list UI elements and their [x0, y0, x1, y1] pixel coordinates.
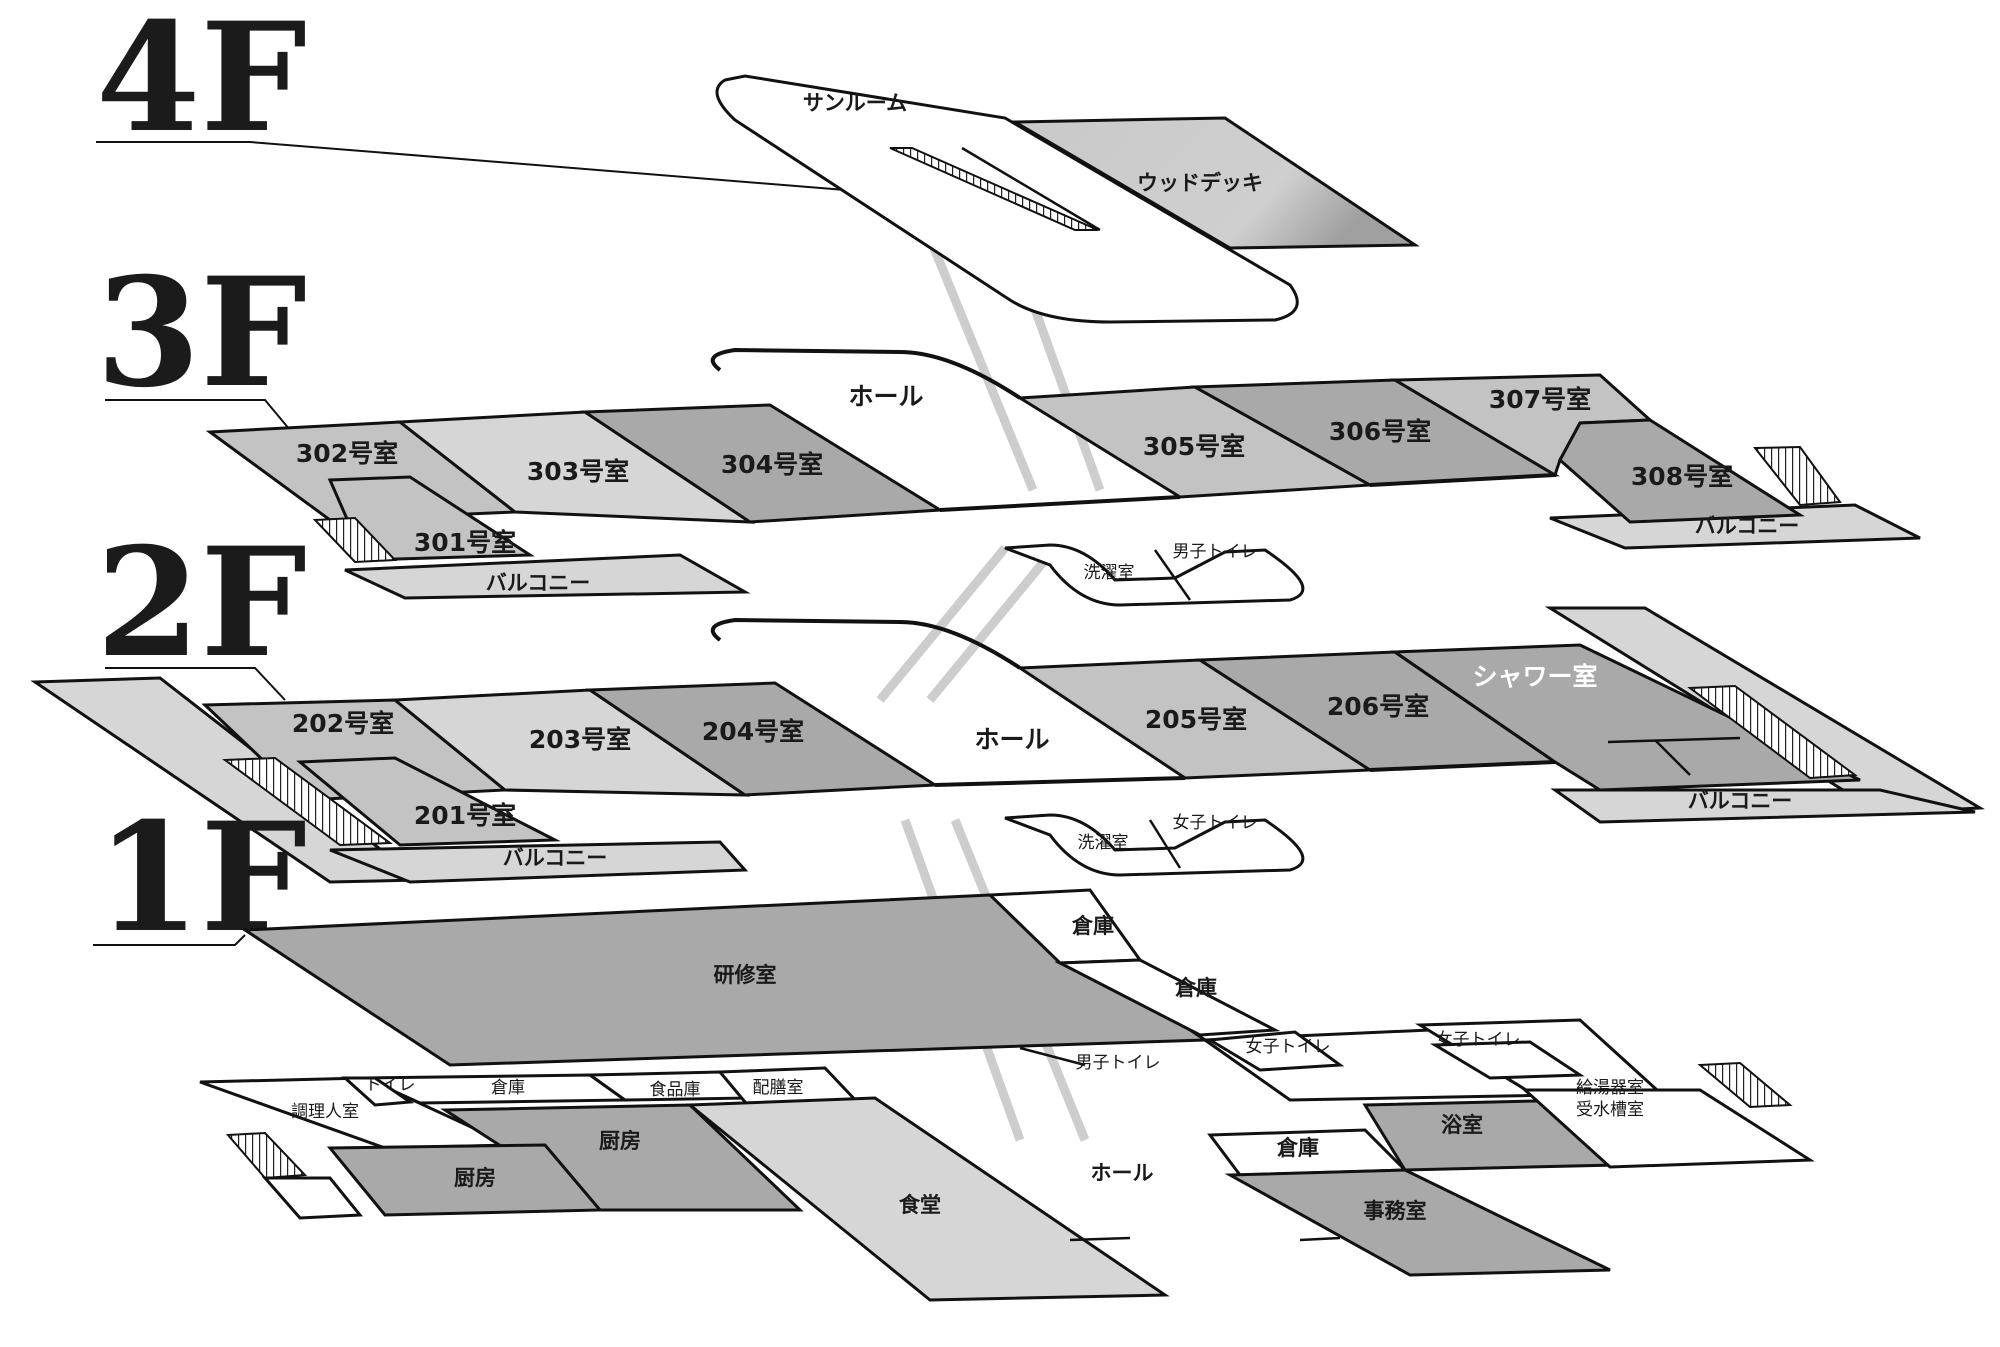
label-storage-1f-d: 倉庫	[491, 1078, 525, 1098]
floor-1f: 1F 研修室 倉庫 倉庫 男子トイレ	[93, 790, 1815, 1302]
floor-3f: 3F ホール 302号室 303号室 304号室 301号室 305号室 306…	[96, 245, 1921, 607]
office[interactable]	[1224, 1168, 1611, 1277]
entry-1f-left	[261, 1176, 364, 1220]
room-201[interactable]	[296, 756, 561, 847]
label-room-202: 202号室	[292, 709, 394, 738]
floor-4f-leader-line	[96, 141, 871, 193]
label-laundry-2f: 洗濯室	[1078, 833, 1129, 853]
label-serving-room: 配膳室	[753, 1078, 804, 1098]
hall-3f-outline	[710, 347, 1022, 400]
label-mens-toilet-3f: 男子トイレ	[1173, 542, 1258, 562]
womens-toilet-1f-c[interactable]	[1429, 1040, 1585, 1080]
label-balcony-3f-left: バルコニー	[486, 571, 591, 595]
label-room-302: 302号室	[296, 439, 398, 468]
label-hall-2f: ホール	[974, 725, 1049, 754]
label-room-301: 301号室	[414, 528, 516, 557]
label-food-storage: 食品庫	[650, 1080, 701, 1100]
label-bath: 浴室	[1441, 1113, 1483, 1137]
floor-label-2f: 2F	[96, 515, 307, 691]
label-sunroom: サンルーム	[803, 91, 907, 115]
floor-label-3f: 3F	[96, 245, 307, 421]
kitchen-1f-b[interactable]	[326, 1143, 604, 1217]
stairs-2f-right	[1687, 684, 1858, 780]
label-room-307: 307号室	[1489, 385, 1591, 414]
label-toilet-1f-small: トイレ	[365, 1075, 416, 1095]
label-room-203: 203号室	[529, 725, 631, 754]
label-laundry-3f: 洗濯室	[1084, 563, 1135, 583]
floor-3f-leader-line	[105, 399, 291, 431]
label-womens-toilet-2f: 女子トイレ	[1173, 813, 1258, 833]
label-office: 事務室	[1364, 1199, 1427, 1223]
room-308[interactable]	[1558, 418, 1805, 524]
label-hall-1f: ホール	[1091, 1161, 1154, 1185]
storage-1f-b[interactable]	[1054, 958, 1281, 1037]
balcony-3f-left[interactable]	[344, 553, 751, 600]
stairs-2f-left	[222, 756, 393, 847]
label-room-304: 304号室	[721, 450, 823, 479]
label-womens-toilet-1f-a: 女子トイレ	[1246, 1037, 1331, 1057]
label-balcony-2f-right: バルコニー	[1688, 789, 1793, 813]
stairs-3f-right	[1752, 445, 1842, 507]
label-room-204: 204号室	[702, 717, 804, 746]
washroom-block-3f	[1004, 543, 1305, 607]
label-hall-3f: ホール	[848, 382, 923, 411]
floor-1f-leader-line	[93, 934, 246, 946]
label-storage-1f-b: 倉庫	[1174, 976, 1217, 1000]
floor-4f: 4F サンルーム ウッドデッキ	[96, 0, 1420, 324]
label-balcony-3f-right: バルコニー	[1695, 514, 1800, 538]
label-room-206: 206号室	[1327, 692, 1429, 721]
hall-2f-outline	[710, 617, 1022, 670]
label-storage-1f-a: 倉庫	[1071, 914, 1114, 938]
floor-label-4f: 4F	[96, 0, 307, 166]
stairs-3f-left	[312, 516, 398, 564]
washroom-block-2f	[1004, 813, 1305, 877]
label-kitchen-1f-a: 厨房	[599, 1129, 641, 1153]
label-mens-toilet-1f: 男子トイレ	[1076, 1053, 1161, 1073]
label-room-306: 306号室	[1329, 417, 1431, 446]
wood-deck[interactable]	[1009, 116, 1420, 250]
stairs-1f-left	[225, 1131, 308, 1180]
label-wood-deck: ウッドデッキ	[1137, 171, 1263, 195]
stairs-1f-right	[1697, 1061, 1793, 1109]
label-room-308: 308号室	[1631, 462, 1733, 491]
label-boiler-room: 給湯器室	[1576, 1078, 1644, 1098]
label-training-room: 研修室	[714, 963, 777, 987]
shower-room[interactable]	[1390, 643, 1861, 792]
label-kitchen-1f-b: 厨房	[454, 1166, 496, 1190]
dining-room[interactable]	[685, 1096, 1170, 1302]
label-womens-toilet-1f-b: 女子トイレ	[1436, 1030, 1521, 1050]
label-room-303: 303号室	[527, 457, 629, 486]
floor-2f: 2F ホール 202号室 203号室 204号室 201号室 205号室	[30, 515, 1986, 884]
label-shower-room: シャワー室	[1472, 662, 1597, 691]
label-dining: 食堂	[899, 1193, 941, 1217]
toilet-1f-small[interactable]	[341, 1076, 415, 1107]
label-room-305: 305号室	[1143, 432, 1245, 461]
label-storage-1f-c: 倉庫	[1276, 1136, 1319, 1160]
floor-2f-leader-line	[105, 667, 286, 701]
balcony-2f-left[interactable]	[329, 840, 749, 884]
label-water-tank-room: 受水槽室	[1576, 1100, 1644, 1120]
label-room-205: 205号室	[1145, 705, 1247, 734]
label-balcony-2f-left: バルコニー	[503, 846, 608, 870]
label-room-201: 201号室	[414, 801, 516, 830]
boiler-water-tank-room[interactable]	[1521, 1088, 1815, 1169]
balcony-2f-right[interactable]	[1550, 788, 1976, 824]
label-cook-room: 調理人室	[291, 1102, 359, 1122]
womens-toilet-1f-a[interactable]	[1205, 1030, 1345, 1072]
